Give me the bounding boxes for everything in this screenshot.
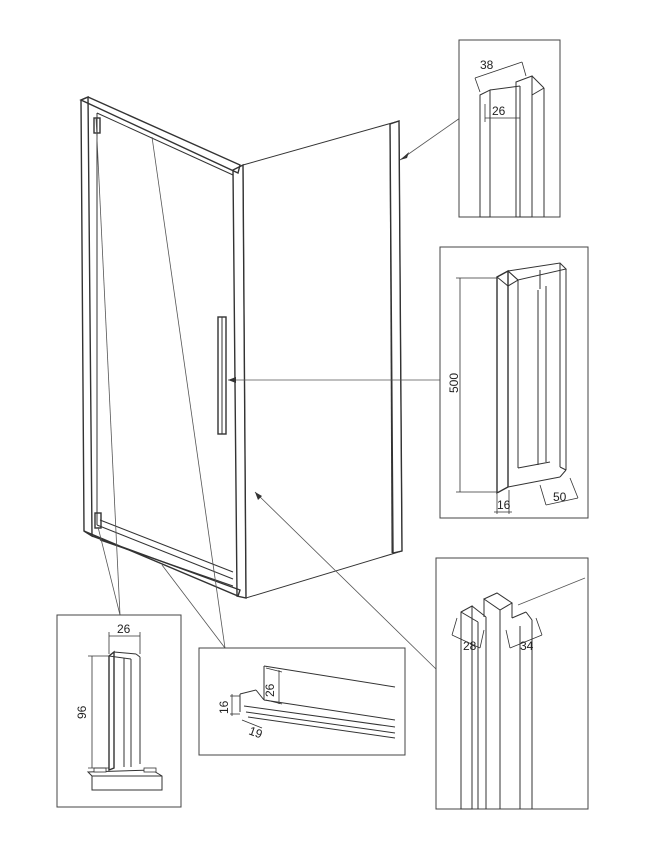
leader-lines	[95, 117, 461, 671]
handle-offset: 50	[553, 490, 567, 504]
callout-hinge: 26 96	[56, 614, 182, 808]
hinge-width: 26	[117, 622, 131, 636]
callout-wall-profile: 28 34	[435, 557, 589, 810]
enclosure-main-view	[79, 95, 403, 599]
callout-top-profile: 38 26	[458, 39, 561, 218]
wall-profile-width-b: 34	[520, 639, 534, 653]
door-frame	[79, 95, 241, 597]
door-handle	[217, 316, 227, 435]
handle-bar: 16	[497, 498, 511, 512]
hinge-height: 96	[75, 705, 89, 719]
side-panel	[232, 120, 403, 599]
callout-handle: 500 16 50	[439, 246, 589, 519]
handle-height: 500	[447, 373, 461, 393]
wall-profile-width-a: 28	[463, 639, 477, 653]
callout-bottom-profile: 26 16 19	[198, 647, 406, 756]
bottom-profile-seal: 19	[247, 724, 265, 742]
top-profile-outer-width: 38	[480, 58, 494, 72]
bottom-profile-depth: 16	[217, 700, 231, 714]
bottom-profile-height: 26	[263, 683, 277, 697]
top-profile-inner-width: 26	[492, 104, 506, 118]
